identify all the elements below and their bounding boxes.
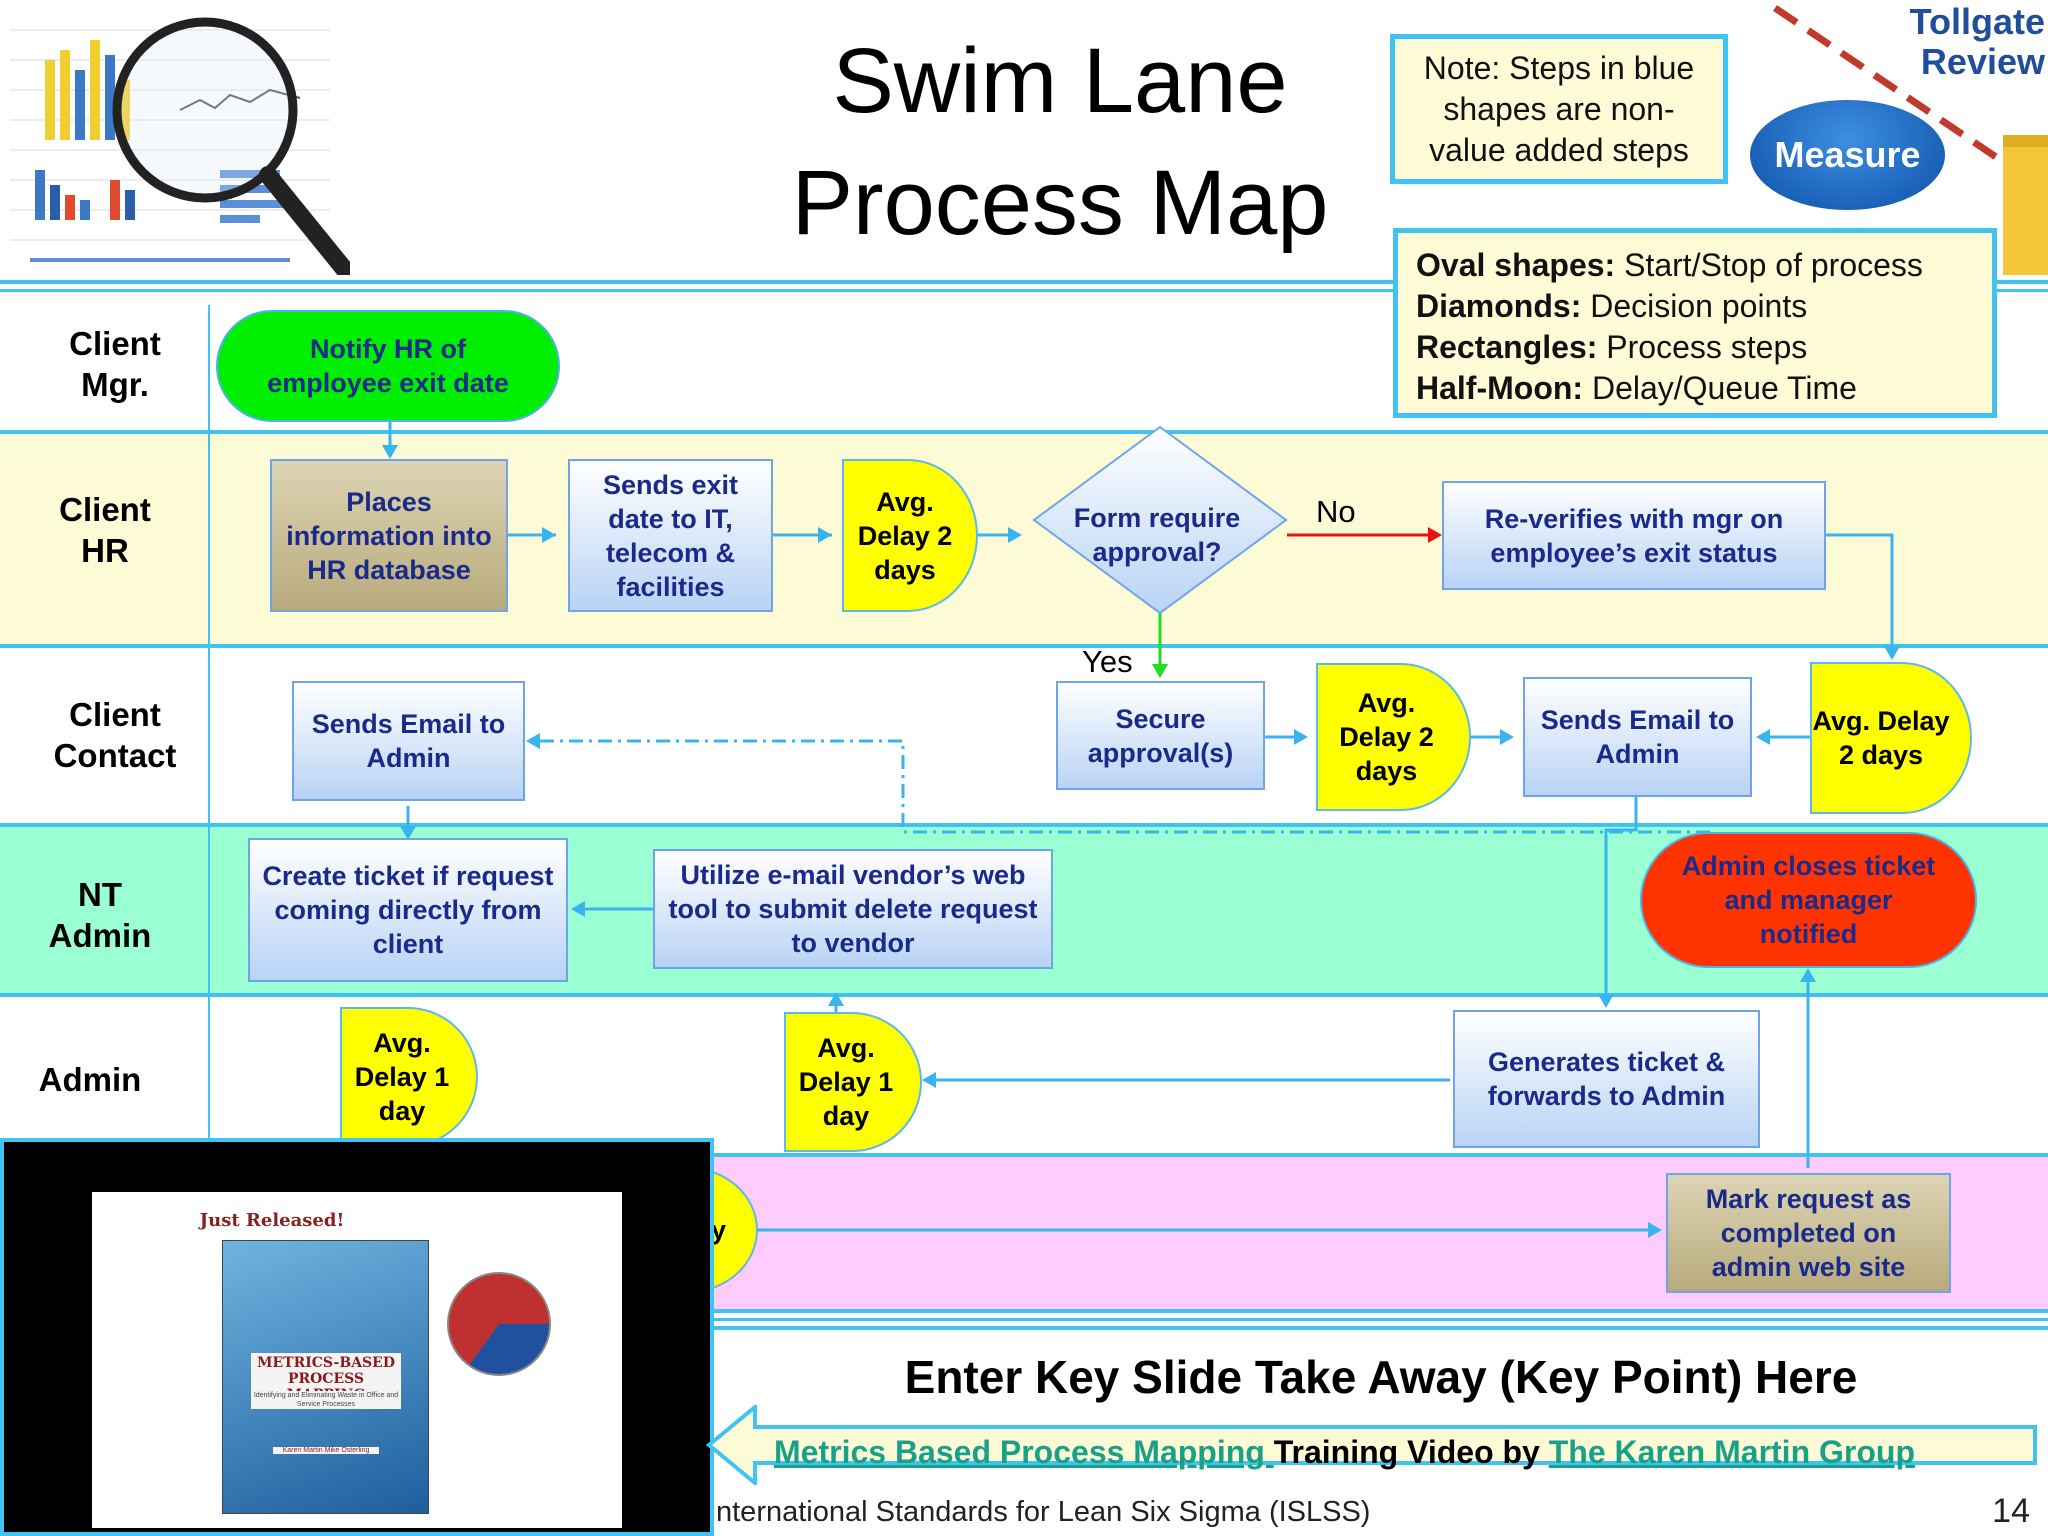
video-frame: Just Released! METRICS-BASED PROCESS MAP… <box>92 1192 622 1528</box>
delay-client-contact-2: Avg. Delay 2 days <box>1810 662 1972 814</box>
title-line-2: Process Map <box>791 152 1329 254</box>
measure-badge: Measure <box>1750 100 1945 210</box>
training-video-credit: Metrics Based Process Mapping Training V… <box>774 1434 2034 1471</box>
delay-admin-2: Avg. Delay 1 day <box>784 1012 922 1152</box>
step-secure-approval: Secure approval(s) <box>1056 681 1265 790</box>
decision-form-require-label: Form require approval? <box>1073 503 1241 567</box>
note-blue-steps: Note: Steps in blue shapes are non-value… <box>1390 34 1728 184</box>
decision-form-require <box>1032 425 1288 615</box>
page-number: 14 <box>1992 1492 2030 1530</box>
dvd-disc-image <box>447 1272 551 1376</box>
lane-label-admin: Admin <box>38 1061 142 1098</box>
tollgate-line-2: Review <box>1920 41 2045 82</box>
legend-row-diamond: Diamonds: Decision points <box>1416 288 1808 324</box>
step-utilize-vendor: Utilize e-mail vendor’s web tool to subm… <box>653 849 1053 969</box>
step-mark-request: Mark request as completed on admin web s… <box>1666 1173 1951 1293</box>
tollgate-title: Tollgate Review <box>1895 2 2045 82</box>
delay-client-hr: Avg. Delay 2 days <box>842 459 978 612</box>
book-cover-image: METRICS-BASED PROCESS MAPPING Identifyin… <box>222 1240 429 1514</box>
key-point-text: Enter Key Slide Take Away (Key Point) He… <box>904 1351 1858 1403</box>
video-overlay[interactable]: Just Released! METRICS-BASED PROCESS MAP… <box>0 1138 714 1536</box>
step-sends-email-left: Sends Email to Admin <box>292 681 525 801</box>
legend-row-rectangle: Rectangles: Process steps <box>1416 329 1808 365</box>
step-generates-ticket: Generates ticket & forwards to Admin <box>1453 1010 1760 1148</box>
title-line-1: Swim Lane <box>832 30 1288 132</box>
step-admin-closes: Admin closes ticket and manager notified <box>1640 832 1977 968</box>
decision-no-label: No <box>1316 494 1356 529</box>
step-reverifies: Re-verifies with mgr on employee’s exit … <box>1442 481 1826 590</box>
top-separator <box>0 280 2048 292</box>
book-authors: Karen Martin Mike Osterling <box>273 1447 379 1454</box>
footer-arrow-banner <box>705 1405 2037 1485</box>
link-metrics-based-process-mapping[interactable]: Metrics Based Process Mapping <box>774 1434 1274 1470</box>
page-title: Swim Lane Process Map <box>700 20 1420 264</box>
tollgate-line-1: Tollgate <box>1909 1 2045 42</box>
bottom-separator <box>0 1318 2048 1330</box>
shape-legend: Oval shapes: Start/Stop of process Diamo… <box>1393 228 1997 418</box>
step-notify-hr: Notify HR of employee exit date <box>216 310 560 422</box>
lane-divider <box>208 305 210 1315</box>
delay-client-contact-1: Avg. Delay 2 days <box>1316 663 1471 811</box>
tollgate-barrier-icon <box>1773 5 2048 275</box>
step-places-info: Places information into HR database <box>270 459 508 612</box>
delay-admin-1: Avg. Delay 1 day <box>340 1007 478 1147</box>
step-sends-email-right: Sends Email to Admin <box>1523 677 1752 797</box>
credit-mid-text: Training Video by <box>1273 1434 1549 1470</box>
book-subtitle: Identifying and Eliminating Waste in Off… <box>251 1391 401 1409</box>
decision-yes-label: Yes <box>1082 644 1133 679</box>
step-sends-exit: Sends exit date to IT, telecom & facilit… <box>568 459 773 612</box>
note-blue-text: Note: Steps in blue shapes are non-value… <box>1423 49 1695 168</box>
chart-magnifier-image <box>0 0 350 275</box>
legend-row-half-moon: Half-Moon: Delay/Queue Time <box>1416 370 1857 406</box>
organization-footer: nternational Standards for Lean Six Sigm… <box>716 1496 1371 1528</box>
link-karen-martin-group[interactable]: The Karen Martin Group <box>1548 1434 1915 1470</box>
measure-badge-label: Measure <box>1774 134 1921 175</box>
just-released-label: Just Released! <box>199 1210 345 1231</box>
legend-row-oval: Oval shapes: Start/Stop of process <box>1416 247 1923 283</box>
tollgate-graphic: Tollgate Review Measure <box>1745 0 2048 280</box>
step-create-ticket: Create ticket if request coming directly… <box>248 838 568 982</box>
